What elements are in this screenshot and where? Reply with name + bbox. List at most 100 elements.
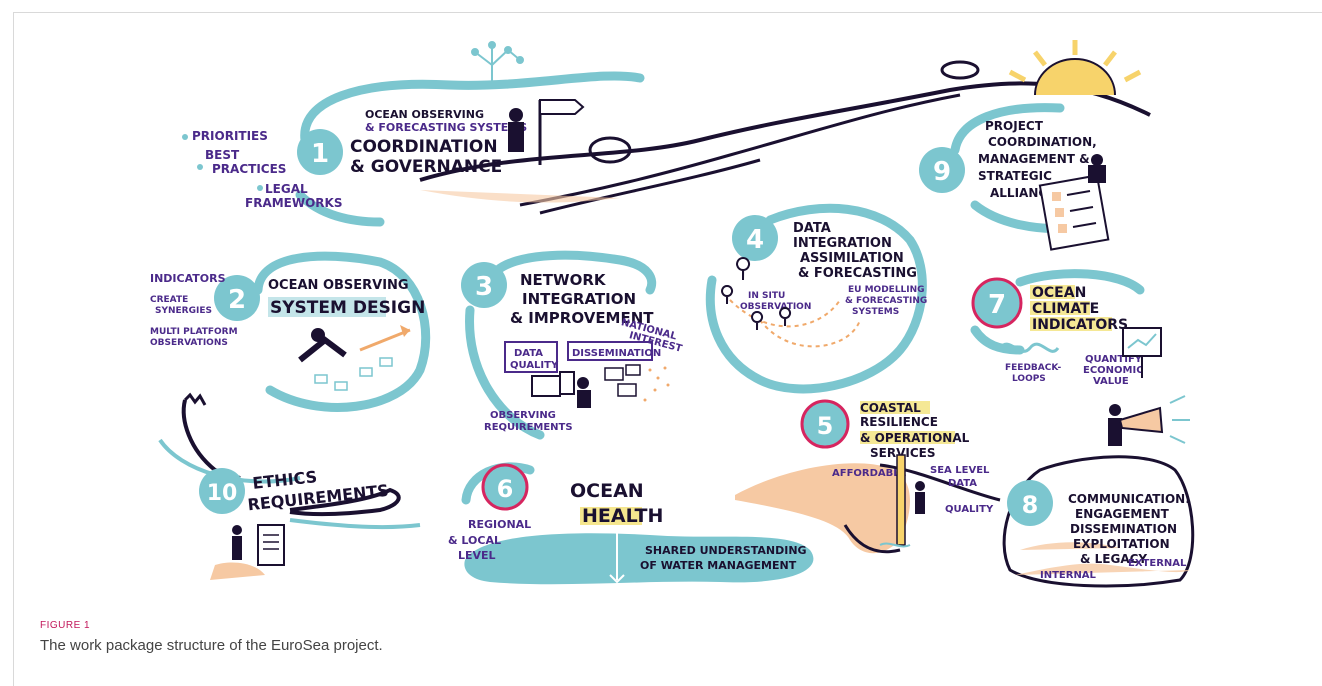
wp1-sub1: OCEAN OBSERVING: [365, 108, 484, 121]
wp5-item-quality: QUALITY: [945, 504, 994, 515]
wp3-item-quality: QUALITY: [510, 360, 559, 371]
wp5-item-affordable: AFFORDABLE: [832, 468, 907, 479]
wp10-badge: [199, 468, 245, 514]
wp5-item-data: DATA: [948, 478, 977, 489]
wp1-item-practices: PRACTICES: [212, 162, 286, 176]
wp9-title3: MANAGEMENT &: [978, 152, 1090, 166]
wp3-item-requirements: REQUIREMENTS: [484, 422, 573, 433]
wp7-item-quantify: QUANTIFY: [1085, 354, 1143, 365]
feedback-loop-icon: [998, 342, 1060, 353]
wp2-title1: OCEAN OBSERVING: [268, 278, 409, 293]
coast-shape: [735, 463, 910, 554]
hills: [419, 60, 1151, 215]
wp5-title4: SERVICES: [870, 446, 935, 460]
wp1-item-frameworks: FRAMEWORKS: [245, 196, 342, 210]
chart-board-icon: [1122, 327, 1162, 378]
wp4-title4: & FORECASTING: [798, 266, 917, 281]
wp5-badge: [800, 399, 850, 449]
wp10-number: 10: [207, 481, 238, 506]
wp2-group: 2 OCEAN OBSERVING SYSTEM DESIGN INDICATO…: [150, 251, 431, 412]
wp9-group: 9 PROJECT COORDINATION, MANAGEMENT & STR…: [919, 103, 1110, 251]
wp7-title2: CLIMATE: [1032, 301, 1099, 317]
scroll-icon: [257, 524, 285, 566]
wp1-item-best: BEST: [205, 148, 240, 162]
wp1-person: [508, 122, 524, 152]
wp3-title3: & IMPROVEMENT: [510, 309, 654, 327]
wp7-number: 7: [988, 290, 1006, 320]
wp9-title5: ALLIANCE: [990, 186, 1055, 200]
wp8-badge: [1007, 480, 1053, 526]
wp9-title2: COORDINATION,: [988, 135, 1097, 149]
wp2-item-synergies: SYNERGIES: [155, 306, 212, 316]
hand-icon: [181, 399, 241, 480]
wp2-title2: SYSTEM DESIGN: [270, 298, 425, 318]
wp5-group: 5 COASTAL RESILIENCE & OPERATIONAL SERVI…: [735, 399, 1001, 554]
wp6-item-level: LEVEL: [458, 549, 496, 562]
wp3-badge: [461, 262, 507, 308]
pin-icons: [721, 257, 792, 331]
wp1-item-legal: LEGAL: [265, 182, 308, 196]
checklist-icon: [1038, 154, 1110, 251]
wp5-title2: RESILIENCE: [860, 415, 938, 429]
wp8-item-internal: INTERNAL: [1040, 570, 1097, 581]
wp5-title1: COASTAL: [860, 401, 921, 415]
wp7-group: 7 OCEAN CLIMATE INDICATORS FEEDBACK- LOO…: [970, 269, 1162, 387]
wp4-item-insitu: IN SITU: [748, 291, 785, 301]
wp1-badge: [297, 129, 343, 175]
wp2-badge: [214, 275, 260, 321]
wp8-item-external: EXTERNAL: [1128, 558, 1187, 569]
wp2-item-observations: OBSERVATIONS: [150, 338, 228, 348]
wp1-title2: & GOVERNANCE: [350, 157, 502, 177]
wp4-title3: ASSIMILATION: [800, 251, 904, 266]
wp9-number: 9: [933, 157, 951, 187]
wp6-item-shared: SHARED UNDERSTANDING: [645, 544, 807, 557]
wp8-title5: & LEGACY: [1080, 552, 1147, 566]
wp2-number: 2: [228, 285, 246, 315]
wp2-person: [311, 328, 325, 342]
wp7-item-economic: ECONOMIC: [1083, 365, 1144, 376]
figure-caption: The work package structure of the EuroSe…: [40, 637, 383, 654]
sun-icon: [1008, 40, 1142, 96]
wp3-group: 3 NETWORK INTEGRATION & IMPROVEMENT DATA…: [461, 250, 683, 440]
wp8-title4: EXPLOITATION: [1073, 537, 1170, 551]
wp7-item-value: VALUE: [1093, 376, 1129, 387]
wp5-number: 5: [817, 412, 834, 440]
wp4-item-observation: OBSERVATION: [740, 302, 811, 312]
wp10-person: [232, 536, 242, 560]
wp6-number: 6: [497, 475, 514, 503]
wp4-item-forecasting: & FORECASTING: [845, 296, 927, 306]
wp4-item-eumodelling: EU MODELLING: [848, 285, 925, 295]
wp4-title1: DATA: [793, 221, 831, 236]
megaphone-icon: [1108, 395, 1190, 446]
wp4-group: 4 DATA INTEGRATION ASSIMILATION & FORECA…: [705, 203, 927, 394]
wp9-badge: [919, 147, 965, 193]
wp6-item-local: & LOCAL: [448, 534, 501, 547]
dots-decoration: [643, 366, 670, 402]
wp6-group: 6 OCEAN HEALTH REGIONAL & LOCAL LEVEL SH…: [448, 462, 814, 585]
wp3-title1: NETWORK: [520, 271, 607, 289]
wp5-title3: & OPERATIONAL: [860, 431, 970, 445]
wp3-title2: INTEGRATION: [522, 290, 636, 308]
wp7-title3: INDICATORS: [1032, 317, 1128, 333]
eurosea-illustration: 1 OCEAN OBSERVING & FORECASTING SYSTEMS …: [150, 40, 1195, 588]
wp6-badge: [481, 463, 529, 511]
network-icon: [471, 41, 524, 85]
figure-label: FIGURE 1: [40, 620, 91, 631]
wp6-title1: OCEAN: [570, 480, 644, 502]
wp9-title4: STRATEGIC: [978, 169, 1052, 183]
wp4-item-systems: SYSTEMS: [852, 307, 899, 317]
wp4-number: 4: [746, 225, 764, 255]
wp2-item-indicators: INDICATORS: [150, 272, 226, 285]
wp8-title3: DISSEMINATION: [1070, 522, 1177, 536]
wp8-group: 8 COMMUNICATION: ENGAGEMENT DISSEMINATIO…: [1002, 395, 1195, 588]
wp8-title2: ENGAGEMENT: [1075, 507, 1170, 521]
wp1-group: 1 OCEAN OBSERVING & FORECASTING SYSTEMS …: [182, 41, 645, 227]
wp1-title1: COORDINATION: [350, 137, 498, 157]
wp7-badge: [971, 277, 1023, 329]
wp7-item-loops: LOOPS: [1012, 374, 1046, 384]
wp3-item-dissemination: DISSEMINATION: [572, 348, 661, 359]
wp7-item-feedback: FEEDBACK-: [1005, 363, 1062, 373]
ocean-shape: [464, 533, 814, 585]
sea-level-gauge: [896, 454, 906, 546]
wp6-title2: HEALTH: [582, 505, 663, 527]
